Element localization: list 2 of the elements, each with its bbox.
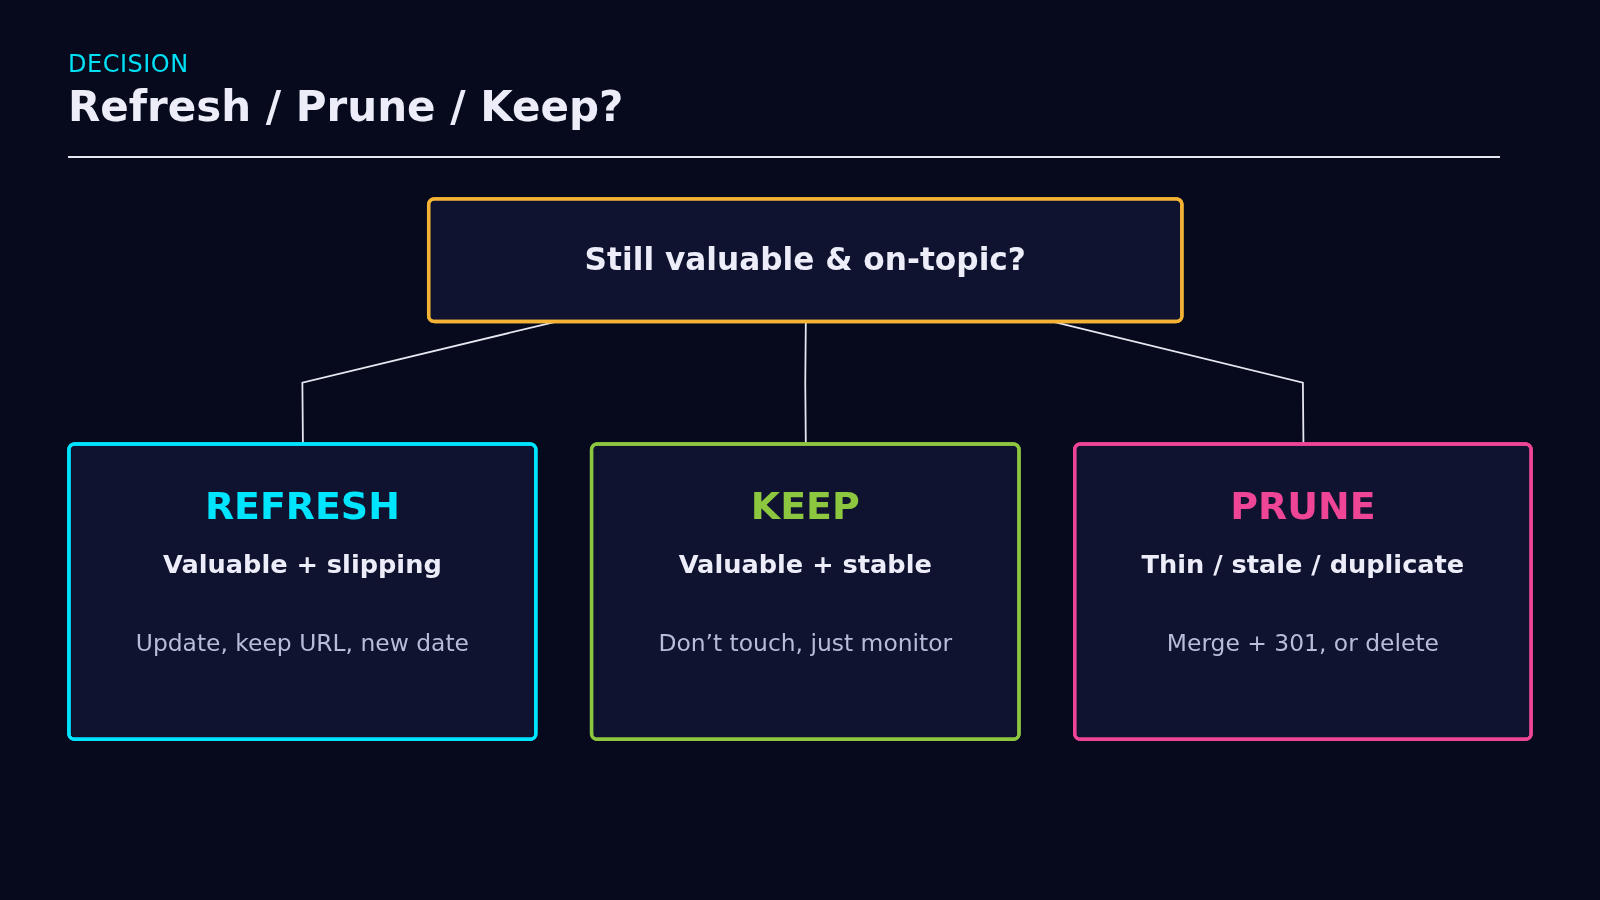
title: Refresh / Prune / Keep? <box>68 82 624 131</box>
kicker-label: DECISION <box>68 50 189 78</box>
